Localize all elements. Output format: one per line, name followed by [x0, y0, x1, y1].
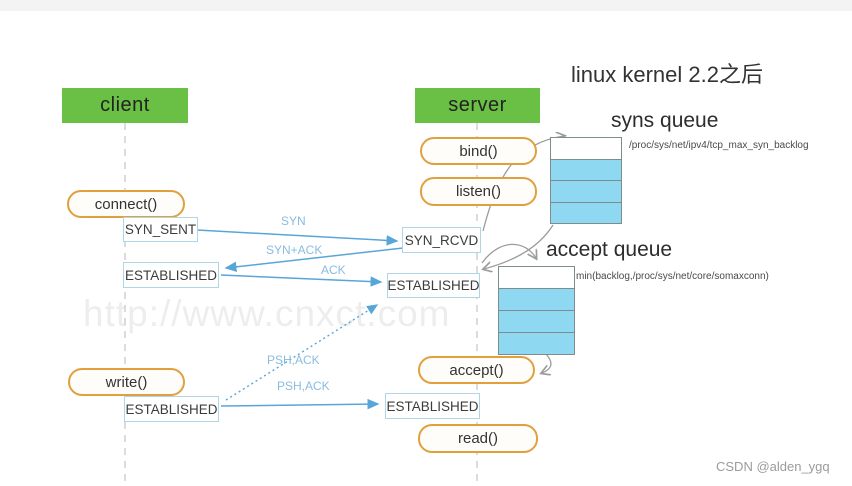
queue-cell-filled	[499, 311, 574, 333]
read-call-pill: read()	[418, 424, 538, 453]
syns-queue-note: /proc/sys/net/ipv4/tcp_max_syn_backlog	[629, 140, 809, 151]
ack-arrow	[220, 274, 383, 287]
listen-call-pill: listen()	[420, 177, 537, 206]
syns-queue-title: syns queue	[611, 109, 719, 132]
accept-call-pill: accept()	[418, 356, 535, 384]
accept-queue	[498, 266, 575, 355]
client-established-state-2: ESTABLISHED	[124, 396, 219, 422]
queue-cell-filled	[551, 202, 621, 223]
ack-label: ACK	[321, 263, 346, 277]
queue-cell-filled	[551, 181, 621, 203]
queue-cell-empty	[499, 267, 574, 289]
queue-cell-filled	[551, 159, 621, 181]
accept-queue-title: accept queue	[546, 238, 673, 261]
synsqueue-to-established-arrow	[484, 224, 554, 269]
server-syn-rcvd-state: SYN_RCVD	[402, 227, 481, 253]
page-title: linux kernel 2.2之后	[571, 62, 763, 87]
credit-watermark: CSDN @alden_ygq	[716, 459, 830, 474]
queue-cell-empty	[551, 138, 621, 160]
queue-cell-filled	[499, 333, 574, 354]
connect-call-pill: connect()	[67, 190, 185, 218]
accept-queue-note: min(backlog,/proc/sys/net/core/somaxconn…	[576, 271, 769, 282]
server-established-state: ESTABLISHED	[387, 273, 480, 298]
top-strip	[0, 0, 852, 11]
client-established-state: ESTABLISHED	[123, 262, 219, 288]
queue-cell-filled	[499, 289, 574, 311]
syn-label: SYN	[281, 214, 306, 228]
psh-ack-arrow	[220, 398, 380, 410]
server-lane-header: server	[415, 88, 540, 123]
client-syn-sent-state: SYN_SENT	[123, 217, 198, 242]
syn-arrow	[196, 229, 399, 246]
established-to-acceptqueue-arrow	[481, 243, 536, 264]
psh-ack-label-dotted: PSH,ACK	[267, 353, 320, 367]
syn-ack-label: SYN+ACK	[266, 243, 323, 257]
acceptqueue-to-accept-arrow	[542, 353, 552, 373]
client-lane-header: client	[62, 88, 188, 123]
psh-ack-label: PSH,ACK	[277, 379, 330, 393]
syns-queue	[550, 137, 622, 224]
bind-call-pill: bind()	[420, 137, 537, 165]
site-watermark: http://www.cnxct.com	[83, 293, 451, 334]
server-established-state-2: ESTABLISHED	[385, 393, 480, 419]
write-call-pill: write()	[68, 368, 185, 396]
